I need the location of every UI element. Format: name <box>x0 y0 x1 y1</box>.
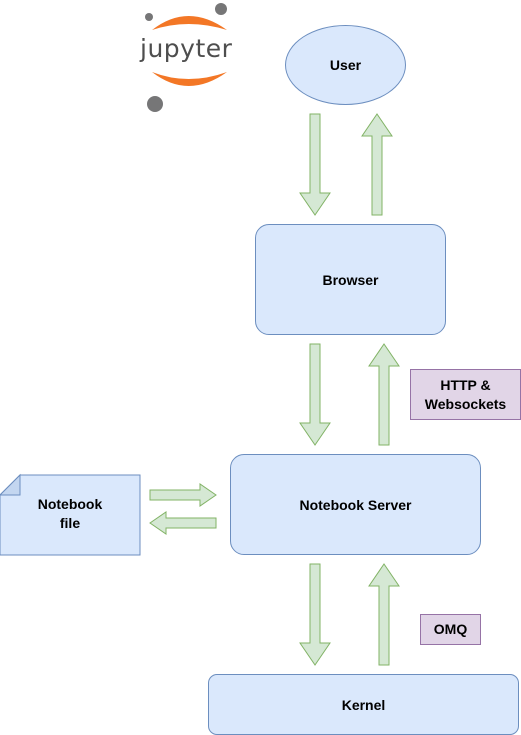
arrow-server-to-browser <box>368 343 400 446</box>
http-websockets-label: HTTP & Websockets <box>410 369 521 420</box>
notebook-file-label: Notebook file <box>37 496 103 531</box>
arrows-layer <box>149 113 400 666</box>
kernel-node: Kernel <box>208 674 519 735</box>
logo-moon-top <box>215 3 227 15</box>
notebook-server-node: Notebook Server <box>230 454 481 555</box>
arrow-file-to-server <box>149 483 217 507</box>
arrow-server-to-file <box>149 511 217 535</box>
arrow-browser-to-server <box>299 343 331 446</box>
arrow-browser-to-user <box>361 113 393 216</box>
jupyter-logo <box>145 3 227 112</box>
logo-swoosh-bottom <box>152 72 227 86</box>
arrow-user-to-browser <box>299 113 331 216</box>
arrow-server-to-kernel <box>299 563 331 666</box>
jupyter-logo-text: jupyter <box>140 34 233 63</box>
browser-node: Browser <box>255 224 446 335</box>
logo-moon-bottom <box>147 96 163 112</box>
notebook-file-shape <box>0 473 141 556</box>
user-node: User <box>285 25 406 105</box>
logo-swoosh-top <box>152 16 227 30</box>
omq-label: OMQ <box>420 614 481 645</box>
logo-moon-small <box>145 13 153 21</box>
arrow-kernel-to-server <box>368 563 400 666</box>
